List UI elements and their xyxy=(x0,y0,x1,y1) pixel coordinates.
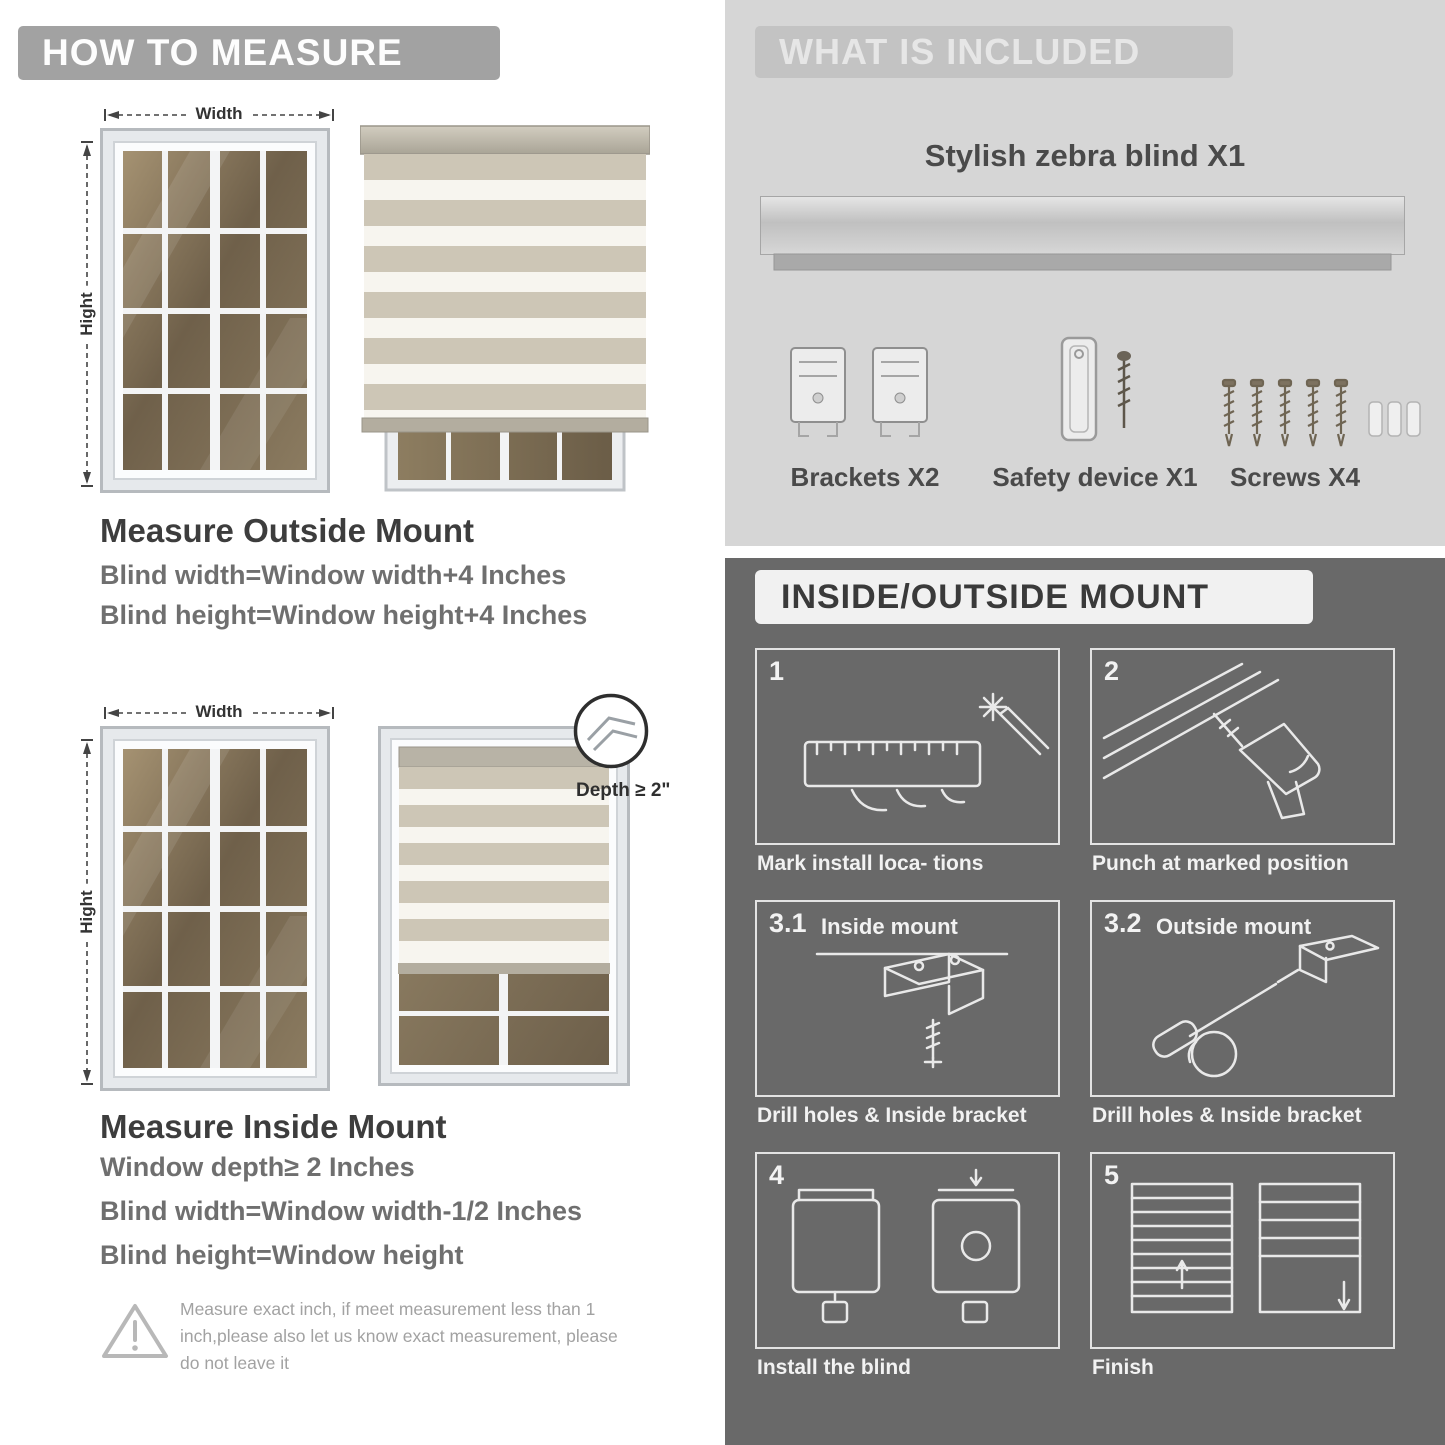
step-1-number: 1 xyxy=(769,656,785,686)
step-4-box: 4 xyxy=(755,1152,1060,1349)
window-icon xyxy=(100,726,330,1091)
step-2-illustration xyxy=(1102,662,1321,820)
zebra-blind-icon xyxy=(360,125,650,492)
width-label-inside: Width xyxy=(188,702,250,723)
mount-panel: INSIDE/OUTSIDE MOUNT 1 Mark install loca… xyxy=(725,558,1445,1445)
inside-formula-depth: Window depth≥ 2 Inches xyxy=(100,1152,415,1182)
brackets-label: Brackets X2 xyxy=(790,462,940,492)
height-arrow-outside: Hight xyxy=(77,140,97,488)
step-3-2-box: 3.2 Outside mount xyxy=(1090,900,1395,1097)
step-4-caption: Install the blind xyxy=(757,1356,912,1379)
step-4-number: 4 xyxy=(769,1160,785,1190)
step-3-1-illustration xyxy=(815,952,1009,1069)
step-5-illustration xyxy=(1130,1182,1362,1314)
step-5-caption: Finish xyxy=(1092,1356,1154,1379)
window-icon xyxy=(100,128,330,493)
step-4-illustration xyxy=(791,1168,1021,1324)
warning-text: Measure exact inch, if meet measurement … xyxy=(180,1299,618,1374)
step-3-2-title: Outside mount xyxy=(1156,914,1312,939)
what-is-included-banner: WHAT IS INCLUDED xyxy=(755,26,1233,78)
width-label-outside: Width xyxy=(188,104,250,125)
outside-mount-title: Measure Outside Mount xyxy=(100,512,475,549)
step-3-2-illustration xyxy=(1152,934,1380,1078)
height-arrow-inside: Hight xyxy=(77,738,97,1086)
screws-icon xyxy=(1221,378,1421,448)
height-label-inside: Hight xyxy=(77,883,97,941)
how-to-measure-title: HOW TO MEASURE xyxy=(42,32,403,73)
mount-title: INSIDE/OUTSIDE MOUNT xyxy=(781,577,1210,616)
width-arrow-outside: Width xyxy=(103,104,335,125)
outside-formula-width: Blind width=Window width+4 Inches xyxy=(100,560,567,590)
step-2-box: 2 xyxy=(1090,648,1395,845)
height-arrow-icon xyxy=(81,141,93,487)
step-3-2-caption: Drill holes & Inside bracket xyxy=(1092,1104,1362,1127)
step-3-2-number: 3.2 xyxy=(1104,908,1142,938)
warning-triangle-icon xyxy=(100,1300,170,1362)
step-3-1-title: Inside mount xyxy=(821,914,958,939)
width-arrow-inside: Width xyxy=(103,702,335,723)
step-1-box: 1 xyxy=(755,648,1060,845)
window-illustration-outside xyxy=(100,128,330,493)
step-3-1-box: 3.1 Inside mount xyxy=(755,900,1060,1097)
step-2-number: 2 xyxy=(1104,656,1120,686)
depth-zoom-icon xyxy=(573,693,649,769)
headrail-illustration xyxy=(760,196,1405,280)
height-label-outside: Hight xyxy=(77,285,97,343)
step-2-caption: Punch at marked position xyxy=(1092,852,1349,875)
depth-detail-circle xyxy=(572,692,650,770)
outside-formula-height: Blind height=Window height+4 Inches xyxy=(100,600,588,630)
step-1-caption: Mark install loca- tions xyxy=(757,852,984,875)
included-panel: WHAT IS INCLUDED Stylish zebra blind X1 xyxy=(725,0,1445,546)
headrail-icon xyxy=(760,196,1405,271)
step-3-1-number: 3.1 xyxy=(769,908,807,938)
screws-illustration xyxy=(1217,376,1427,460)
height-arrow-icon xyxy=(81,739,93,1085)
inside-formula-height: Blind height=Window height xyxy=(100,1240,464,1270)
step-3-1-caption: Drill holes & Inside bracket xyxy=(757,1104,1027,1127)
safety-device-icon xyxy=(1060,336,1131,442)
depth-label: Depth ≥ 2" xyxy=(576,780,671,801)
step-5-number: 5 xyxy=(1104,1160,1120,1190)
brackets-icon xyxy=(790,347,928,437)
inside-formula-width: Blind width=Window width-1/2 Inches xyxy=(100,1196,583,1226)
safety-device-label: Safety device X1 xyxy=(992,462,1198,492)
blind-illustration-outside xyxy=(360,120,650,495)
step-5-box: 5 xyxy=(1090,1152,1395,1349)
brackets-illustration xyxy=(785,338,935,456)
how-to-measure-banner: HOW TO MEASURE xyxy=(18,26,500,80)
blind-illustration-inside xyxy=(378,726,630,1086)
safety-device-illustration xyxy=(1040,332,1160,460)
what-is-included-title: WHAT IS INCLUDED xyxy=(779,31,1141,72)
product-label: Stylish zebra blind X1 xyxy=(924,138,1246,173)
step-1-illustration xyxy=(803,692,1050,812)
mount-banner: INSIDE/OUTSIDE MOUNT xyxy=(755,570,1313,624)
screws-label: Screws X4 xyxy=(1229,462,1361,492)
inside-mount-title: Measure Inside Mount xyxy=(100,1108,447,1145)
window-illustration-inside xyxy=(100,726,330,1091)
zebra-blind-icon xyxy=(378,726,630,1086)
